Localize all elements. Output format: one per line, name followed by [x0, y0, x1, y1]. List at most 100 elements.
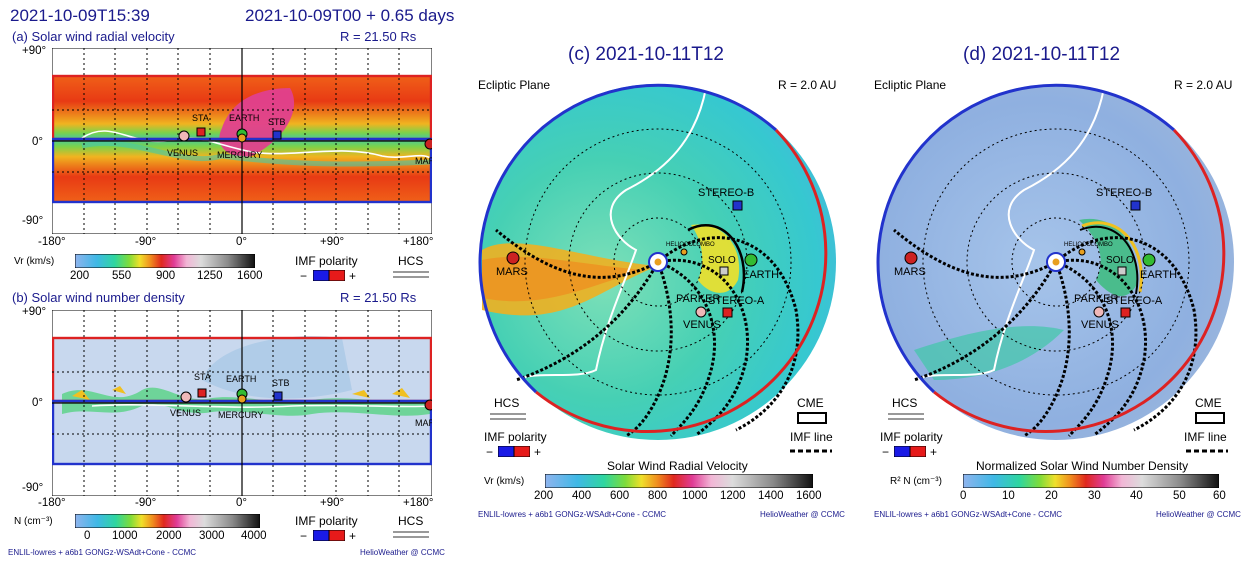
panel-c-cme-label: CME	[797, 396, 824, 410]
footer-model-left: ENLIL-lowres + a6b1 GONGz-WSAdt+Cone - C…	[8, 548, 197, 557]
panel-c-plane: Ecliptic Plane	[478, 78, 551, 92]
stereo-a-label: STEREO-A	[708, 295, 765, 307]
solo-marker	[719, 266, 729, 276]
panel-b-imf-swatch	[313, 530, 345, 541]
panel-c-polar-plot: STEREO-B MARS EARTH STEREO-A PARKER VENU…	[478, 83, 836, 440]
panel-d-imf-swatch	[894, 446, 926, 457]
venus-label: VENUS	[167, 148, 198, 158]
svg-text:EARTH: EARTH	[226, 374, 256, 384]
cb-a-tick4: 1600	[237, 270, 263, 282]
cb-a-tick2: 900	[156, 270, 176, 282]
sta-marker	[196, 127, 206, 137]
svg-text:MERCURY: MERCURY	[218, 410, 263, 420]
mars-label: MARS	[496, 266, 528, 278]
svg-text:MARS: MARS	[894, 266, 926, 278]
panel-c-colorbar-label: Vr (km/s)	[484, 476, 525, 487]
svg-text:STEREO-A: STEREO-A	[1106, 295, 1163, 307]
helio-marker	[1078, 248, 1086, 256]
panel-d-colorbar-label: R² N (cm⁻³)	[890, 476, 942, 487]
panel-c-imf-line-label: IMF line	[790, 430, 833, 444]
svg-text:VENUS: VENUS	[170, 408, 201, 418]
cb-a-tick3: 1250	[197, 270, 223, 282]
cb-d-tick0: 0	[960, 490, 967, 502]
panel-d-imf-plus: +	[930, 445, 938, 459]
cb-b-tick2: 2000	[156, 530, 182, 542]
lon-tick-a3: +90°	[320, 236, 345, 248]
cb-a-tick1: 550	[112, 270, 132, 282]
cb-d-tick6: 60	[1213, 490, 1226, 502]
venus-marker	[1093, 306, 1105, 318]
panel-a-map: STA EARTH STB VENUS MERCURY MARS	[52, 48, 432, 234]
stereo-b-label: STEREO-B	[698, 187, 754, 199]
panel-b-imf-plus: +	[349, 529, 357, 543]
cb-c-tick5: 1200	[720, 490, 746, 502]
panel-c-hcs-label: HCS	[494, 396, 520, 410]
mars-marker	[424, 399, 432, 411]
cb-b-tick4: 4000	[241, 530, 267, 542]
svg-text:STB: STB	[272, 378, 290, 388]
solo-label: SOLO	[708, 255, 736, 266]
panel-c-radius: R = 2.0 AU	[778, 78, 837, 92]
panel-a-imf-swatch	[313, 270, 345, 281]
sta-marker	[197, 388, 207, 398]
panel-d-hcs-label: HCS	[892, 396, 918, 410]
svg-text:SOLO: SOLO	[1106, 255, 1134, 266]
panel-d-plane: Ecliptic Plane	[874, 78, 947, 92]
panel-a-hcs-swatch	[393, 271, 429, 278]
panel-b-hcs-swatch	[393, 531, 429, 538]
venus-marker	[695, 306, 707, 318]
svg-text:STA: STA	[194, 372, 211, 382]
panel-a-hcs-label: HCS	[398, 254, 424, 268]
panel-d-imf-line-label: IMF line	[1184, 430, 1227, 444]
lon-tick-a0: -180°	[38, 236, 66, 248]
footer-model-d: ENLIL-lowres + a6b1 GONGz-WSAdt+Cone - C…	[874, 510, 1063, 519]
hcs-line	[913, 87, 1105, 381]
cb-c-tick7: 1600	[796, 490, 822, 502]
panel-d-colorbar	[963, 474, 1219, 488]
venus-marker	[180, 391, 192, 403]
cb-c-tick4: 1000	[682, 490, 708, 502]
cb-c-tick2: 600	[610, 490, 630, 502]
cb-c-tick6: 1400	[758, 490, 784, 502]
cb-d-tick2: 20	[1045, 490, 1058, 502]
panel-c-imf-line-swatch	[790, 447, 832, 455]
panel-d-polar-plot: STEREO-B MARS EARTH STEREO-A PARKER VENU…	[876, 83, 1234, 440]
panel-b-hcs-label: HCS	[398, 514, 424, 528]
cb-d-tick4: 40	[1130, 490, 1143, 502]
lat-tick-b-mid: 0°	[32, 397, 43, 409]
svg-text:PARKER: PARKER	[1074, 293, 1118, 305]
panel-c-cme-swatch	[797, 412, 827, 424]
panel-b-title: (b) Solar wind number density	[12, 290, 185, 305]
run-time: 2021-10-09T00 + 0.65 days	[245, 6, 455, 25]
svg-text:EARTH: EARTH	[1140, 269, 1177, 281]
earth-label: EARTH	[229, 113, 259, 123]
earth-marker	[744, 253, 758, 267]
panel-d-imf-line-swatch	[1186, 447, 1228, 455]
cb-c-tick3: 800	[648, 490, 668, 502]
cb-c-tick1: 400	[572, 490, 592, 502]
panel-c-title: (c) 2021-10-11T12	[568, 44, 724, 65]
hcs-line	[515, 87, 707, 381]
cme-outline	[687, 224, 746, 293]
panel-a-colorbar	[75, 254, 255, 268]
footer-credit-c: HelioWeather @ CCMC	[760, 510, 845, 519]
earth-marker	[1142, 253, 1156, 267]
panel-d-hcs-swatch	[888, 413, 924, 420]
lat-tick-b-top: +90°	[22, 306, 47, 318]
footer-model-c: ENLIL-lowres + a6b1 GONGz-WSAdt+Cone - C…	[478, 510, 667, 519]
lon-tick-a4: +180°	[403, 236, 434, 248]
stb-marker	[273, 391, 283, 401]
footer-credit-left: HelioWeather @ CCMC	[360, 548, 445, 557]
cb-d-tick1: 10	[1002, 490, 1015, 502]
imf-positive-rim	[535, 128, 828, 434]
cb-a-tick0: 200	[70, 270, 90, 282]
footer-credit-d: HelioWeather @ CCMC	[1156, 510, 1241, 519]
venus-label: VENUS	[683, 319, 721, 331]
svg-text:MARS: MARS	[415, 418, 432, 428]
parker-label: PARKER	[676, 293, 720, 305]
timestamp: 2021-10-09T15:39	[10, 6, 150, 25]
panel-a-colorbar-label: Vr (km/s)	[14, 256, 55, 267]
hcs-line	[91, 404, 431, 408]
cb-d-tick5: 50	[1173, 490, 1186, 502]
lat-tick-top: +90°	[22, 45, 47, 57]
